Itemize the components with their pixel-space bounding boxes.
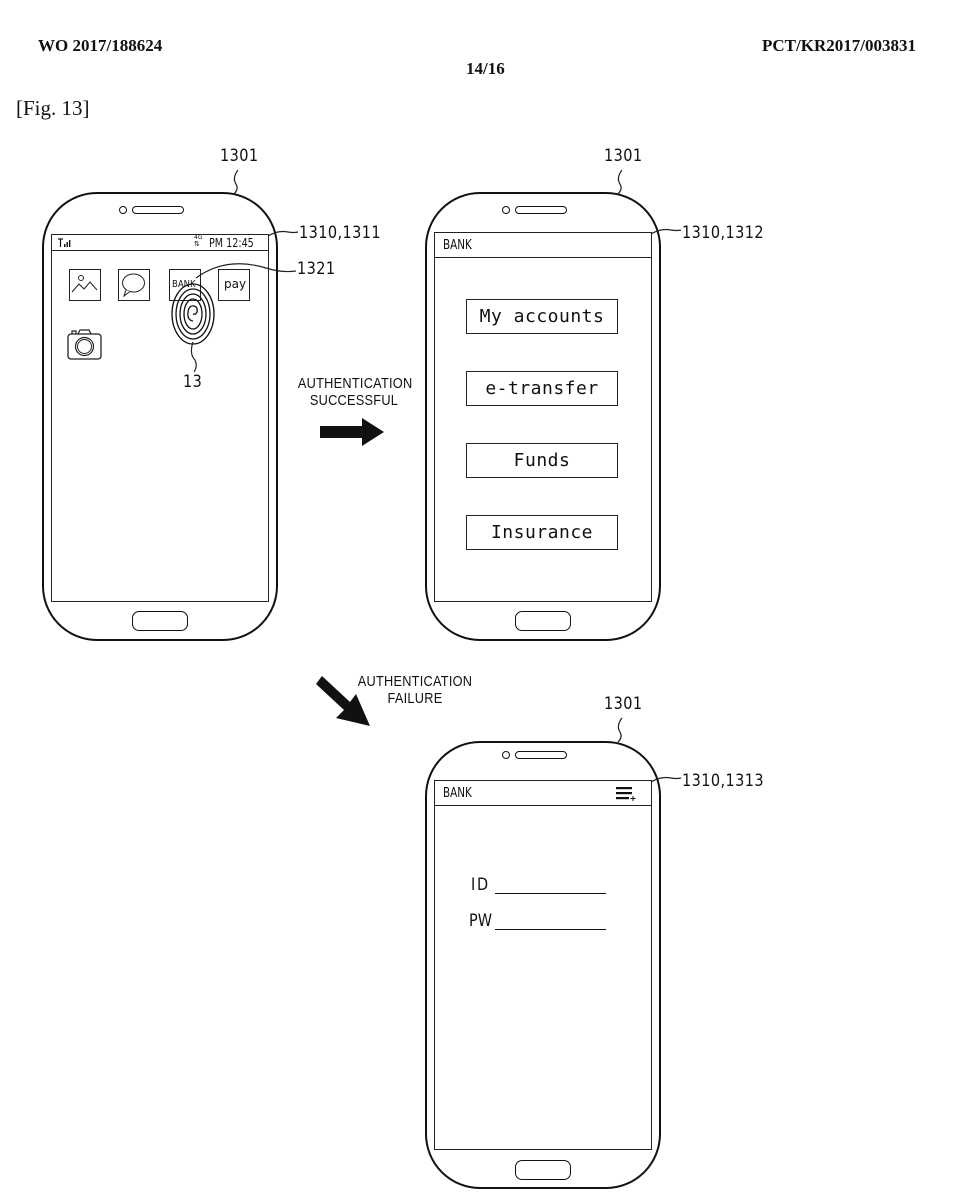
application-number: PCT/KR2017/003831 — [762, 36, 916, 55]
phone-bank-menu: BANK My accounts e-transfer Funds Insura… — [425, 192, 661, 641]
front-camera — [502, 751, 510, 759]
failure-line1: AUTHENTICATION — [357, 673, 473, 690]
speech-bubble-icon — [122, 273, 145, 298]
status-time: PM 12:45 — [209, 236, 254, 250]
app-title: BANK — [443, 238, 472, 253]
app-bar: BANK — [435, 233, 651, 258]
phone-home: 4G ⇅ PM 12:45 BANK pay — [42, 192, 278, 641]
app-pay[interactable]: pay — [218, 269, 250, 301]
signal-icon — [58, 238, 71, 247]
ref-screen-1: 1310,1311 — [299, 223, 381, 243]
phone-bank-login: BANK ID PW — [425, 741, 661, 1189]
success-line1: AUTHENTICATION — [297, 375, 413, 392]
id-field[interactable]: ID — [471, 875, 611, 897]
app-bank[interactable]: BANK — [169, 269, 201, 301]
app-title: BANK — [443, 786, 472, 801]
pay-icon-label: pay — [224, 277, 247, 291]
app-camera[interactable] — [67, 328, 102, 360]
transition-failure: AUTHENTICATION FAILURE — [340, 673, 490, 707]
ref-finger: 13 — [183, 372, 203, 392]
my-accounts-button[interactable]: My accounts — [466, 299, 618, 334]
pw-field[interactable]: PW — [469, 911, 609, 933]
speaker-grille — [515, 751, 567, 759]
data-arrows-icon: ⇅ — [194, 240, 200, 248]
success-line2: SUCCESSFUL — [309, 392, 399, 409]
home-button[interactable] — [515, 611, 571, 631]
status-bar: 4G ⇅ PM 12:45 — [52, 235, 268, 251]
funds-button[interactable]: Funds — [466, 443, 618, 478]
id-label: ID — [471, 875, 490, 895]
leader-1301-a — [233, 169, 239, 195]
camera-icon — [67, 329, 102, 360]
id-input-line — [495, 893, 606, 894]
insurance-button[interactable]: Insurance — [466, 515, 618, 550]
home-screen: 4G ⇅ PM 12:45 BANK pay — [51, 234, 269, 602]
transition-success: AUTHENTICATION SUCCESSFUL — [288, 375, 420, 409]
bank-menu-screen: BANK My accounts e-transfer Funds Insura… — [434, 232, 652, 602]
app-gallery[interactable] — [69, 269, 101, 301]
figure-label: [Fig. 13] — [16, 96, 90, 120]
pw-label: PW — [469, 911, 493, 931]
home-button[interactable] — [132, 611, 188, 631]
pw-input-line — [495, 929, 606, 930]
menu-add-icon[interactable] — [615, 786, 637, 802]
speaker-grille — [515, 206, 567, 214]
fingerprint-icon — [171, 283, 215, 345]
app-messages[interactable] — [118, 269, 150, 301]
app-bar: BANK — [435, 781, 651, 806]
publication-number: WO 2017/188624 — [38, 36, 163, 55]
arrow-down-right-icon — [316, 676, 370, 726]
failure-line2: FAILURE — [387, 690, 443, 707]
front-camera — [502, 206, 510, 214]
sheet-number: 14/16 — [466, 59, 505, 78]
ref-device-2: 1301 — [604, 146, 643, 166]
ref-device-3: 1301 — [604, 694, 643, 714]
bank-icon-label: BANK — [172, 279, 196, 290]
e-transfer-button[interactable]: e-transfer — [466, 371, 618, 406]
leader-1301-c — [617, 717, 623, 743]
ref-bank-icon: 1321 — [297, 259, 336, 279]
network-indicator: 4G ⇅ — [194, 235, 202, 248]
ref-screen-3: 1310,1313 — [682, 771, 764, 791]
front-camera — [119, 206, 127, 214]
ref-device-1: 1301 — [220, 146, 259, 166]
ref-screen-2: 1310,1312 — [682, 223, 764, 243]
home-button[interactable] — [515, 1160, 571, 1180]
network-type: 4G — [194, 234, 203, 241]
image-icon — [71, 275, 98, 293]
arrow-right-icon — [320, 418, 384, 446]
leader-1301-b — [617, 169, 623, 195]
bank-login-screen: BANK ID PW — [434, 780, 652, 1150]
speaker-grille — [132, 206, 184, 214]
